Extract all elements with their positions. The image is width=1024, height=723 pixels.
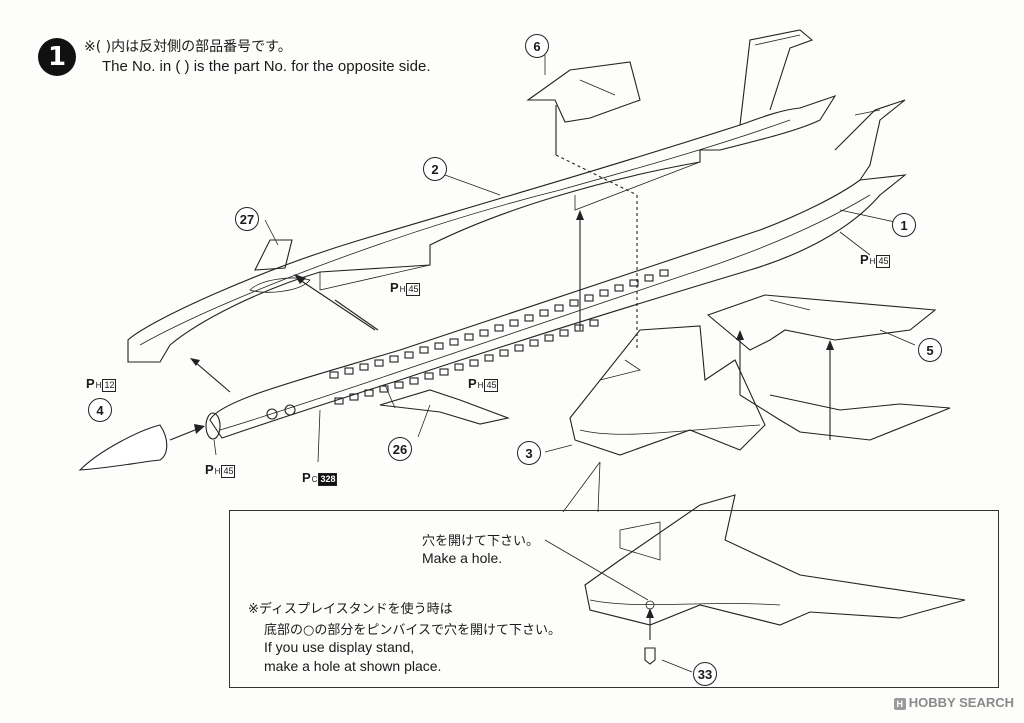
detail-inset-box xyxy=(229,510,999,688)
lower-fuselage-part xyxy=(209,174,907,439)
opposite-side-note-en: The No. in ( ) is the part No. for the o… xyxy=(102,58,431,75)
opposite-side-note-jp: ※( )内は反対側の部品番号です。 xyxy=(84,39,292,55)
part-label-3: 3 xyxy=(517,441,541,465)
inset-base-drawing xyxy=(584,494,966,626)
stand-note-jp-line2: 底部の○の部分をピンバイスで穴を開けて下さい。 xyxy=(264,623,561,638)
part-6-piece xyxy=(526,61,641,123)
step-number-badge: 1 xyxy=(38,38,76,76)
nose-cone-part-4 xyxy=(78,424,168,471)
stand-pin-part-33 xyxy=(644,647,656,665)
part-label-33: 33 xyxy=(693,662,717,686)
part-label-27: 27 xyxy=(235,207,259,231)
make-hole-note-jp: 穴を開けて下さい。 xyxy=(422,534,540,549)
part-label-26: 26 xyxy=(388,437,412,461)
fin-part-27 xyxy=(254,239,293,271)
stand-note-jp-line1: ※ディスプレイスタンドを使う時は xyxy=(248,602,453,617)
upper-fuselage-part xyxy=(127,94,837,363)
base-part-3 xyxy=(569,325,766,456)
hobby-search-logo-icon: H xyxy=(893,697,906,710)
part-label-4: 4 xyxy=(88,398,112,422)
upper-tail-fin xyxy=(739,29,814,126)
part-label-5: 5 xyxy=(918,338,942,362)
stand-note-en-line1: If you use display stand, xyxy=(264,639,415,655)
part-label-6: 6 xyxy=(525,34,549,58)
wing-part-26 xyxy=(379,389,510,425)
make-hole-note-en: Make a hole. xyxy=(422,550,503,566)
part-label-1: 1 xyxy=(892,213,916,237)
lower-tail-fin xyxy=(834,99,906,181)
part-label-2: 2 xyxy=(423,157,447,181)
stand-note-en-line2: make a hole at shown place. xyxy=(264,658,442,674)
delta-part-5 xyxy=(706,294,937,351)
